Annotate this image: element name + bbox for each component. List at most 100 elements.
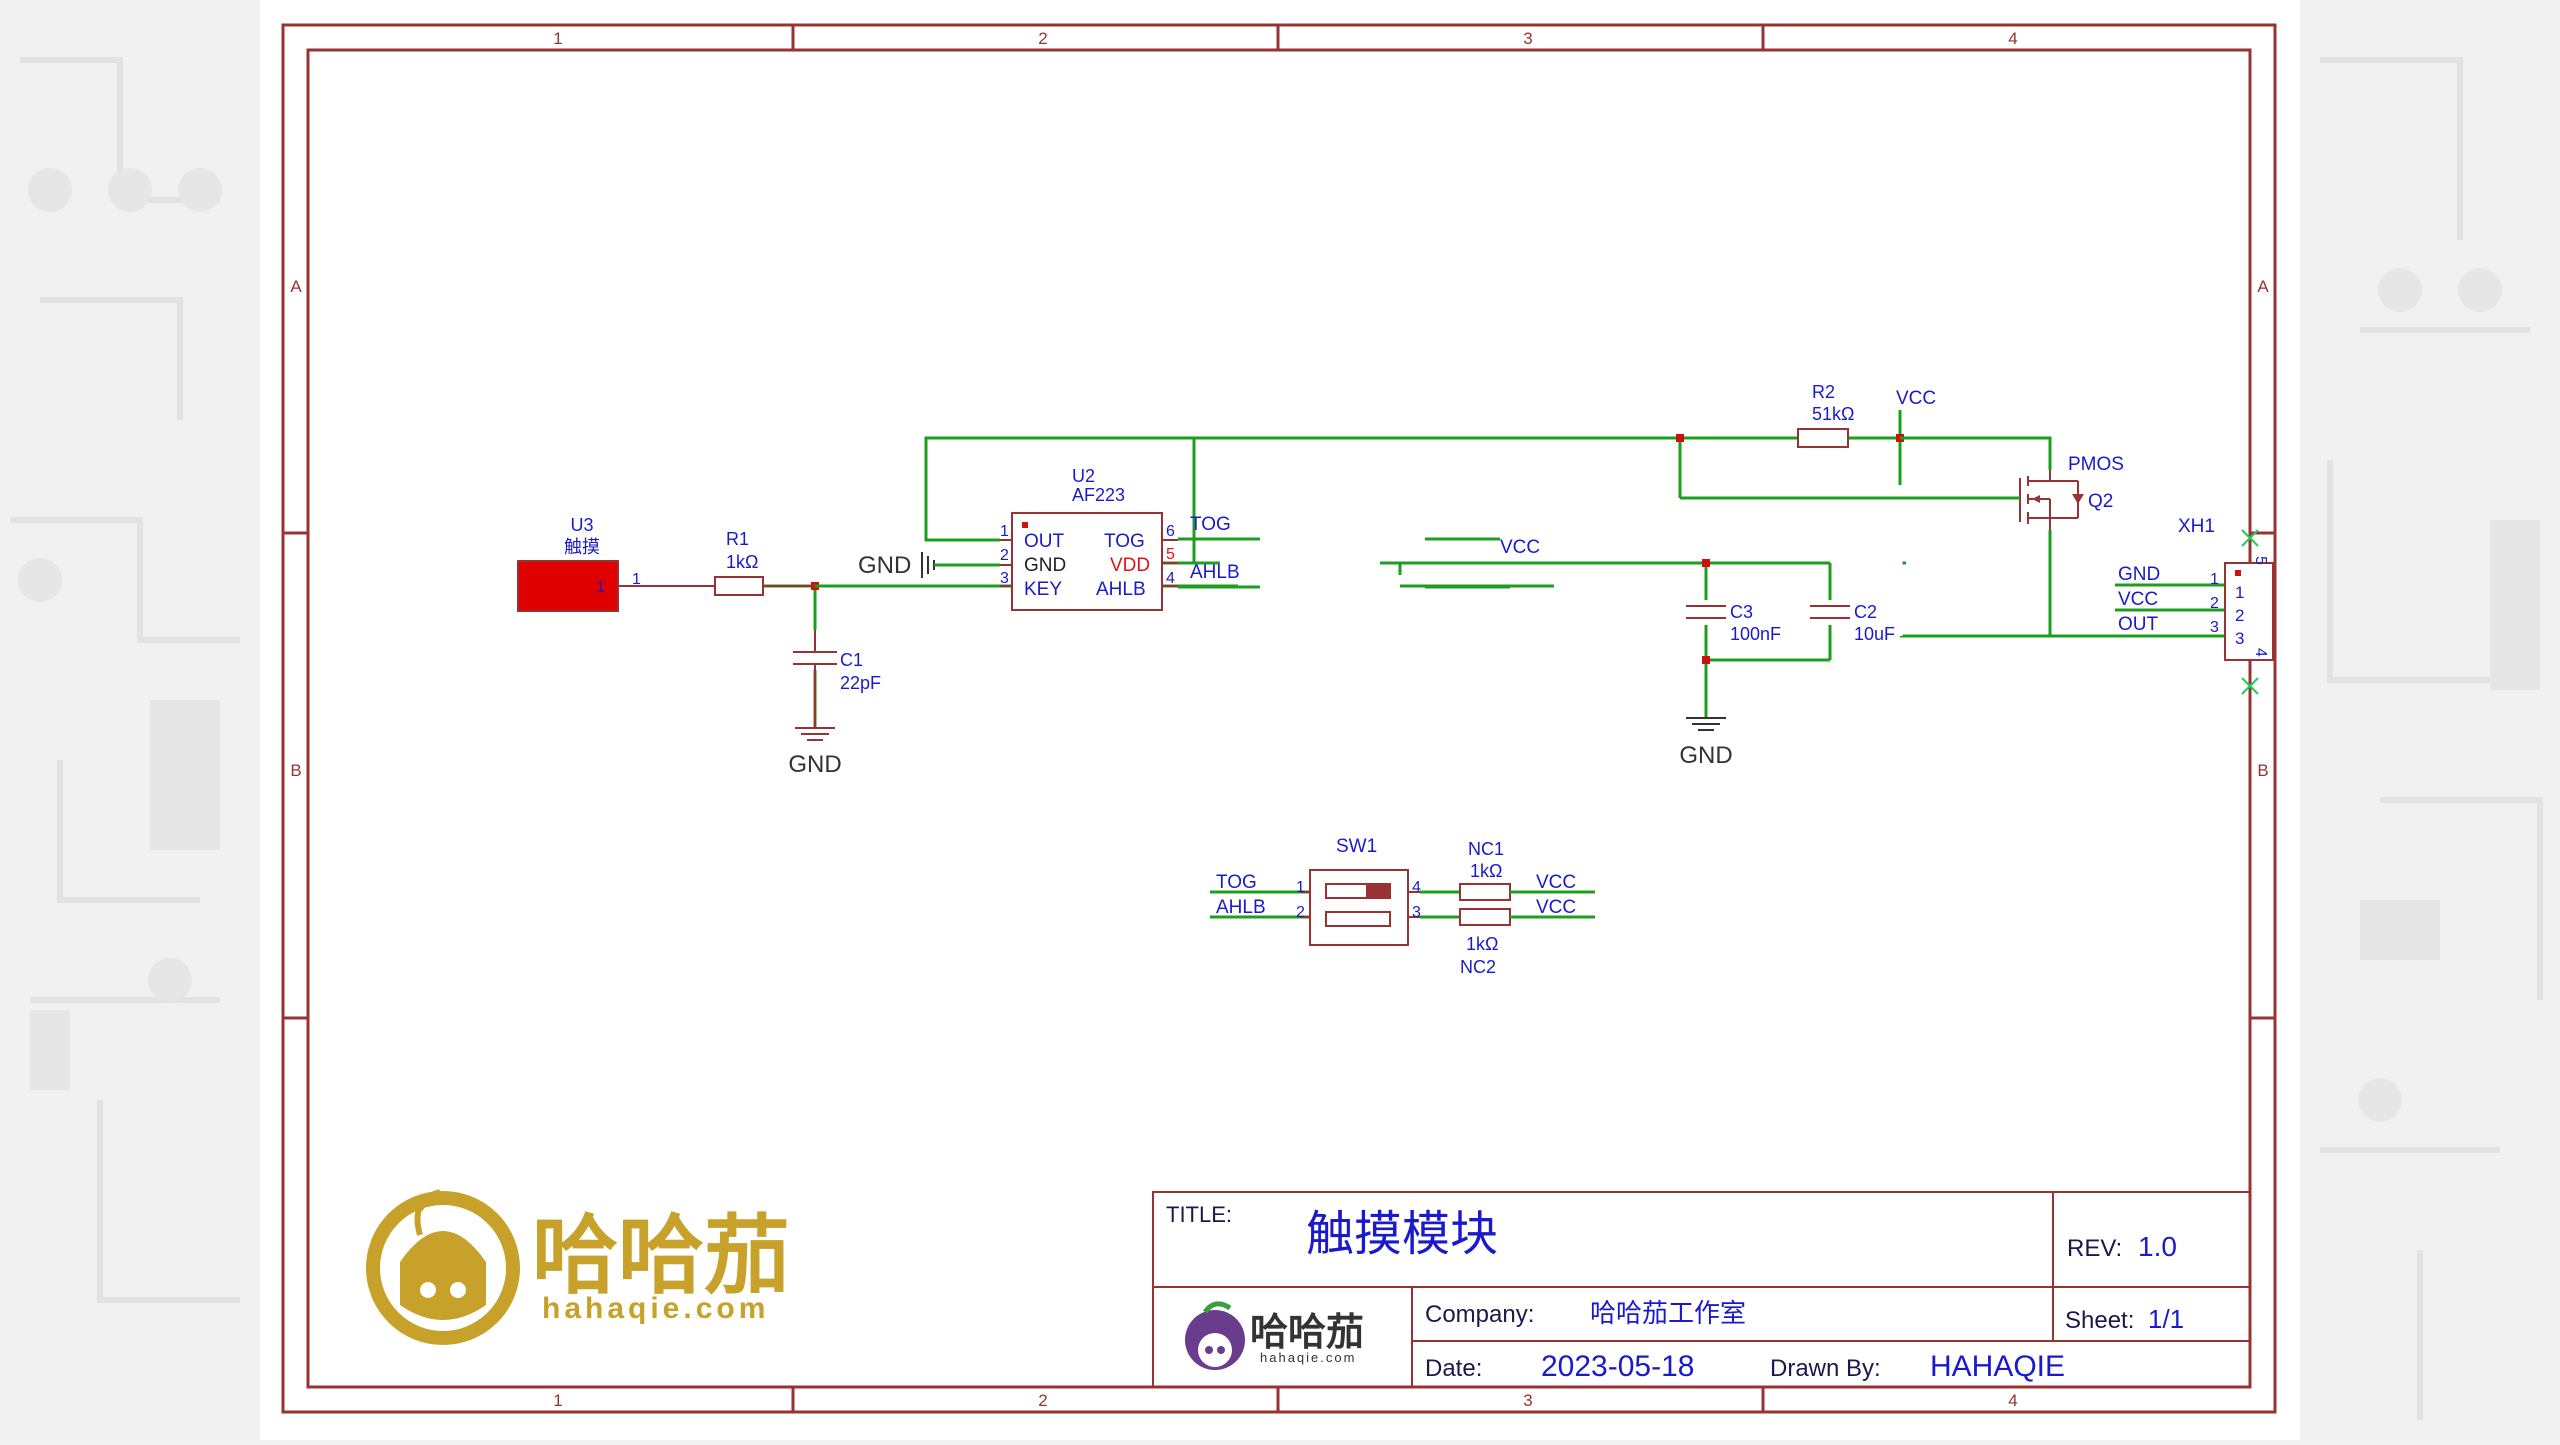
sw1-pin2-num: 2 <box>1296 904 1305 921</box>
background-right-panel <box>2300 0 2560 1440</box>
frame-col-4-bottom: 4 <box>2008 1391 2017 1410</box>
resistor-r2 <box>1797 428 1849 448</box>
c2-ref: C2 <box>1854 602 1877 622</box>
drawn-value: HAHAQIE <box>1930 1350 2065 1383</box>
net-ahlb-u2: AHLB <box>1190 562 1240 583</box>
u2-pin1-name: OUT <box>1024 531 1065 552</box>
u3-pin-number: 1 <box>632 571 641 588</box>
r2-ref: R2 <box>1812 382 1835 402</box>
xh1-pin1-num: 1 <box>2210 571 2219 588</box>
xh1-pin4-num: 4 <box>2252 648 2269 657</box>
u2-pin4-num: 4 <box>1166 570 1175 587</box>
title-block-logo: 哈哈茄 hahaqie.com <box>1185 1301 1364 1370</box>
switch-sw1 <box>1300 869 1420 946</box>
xh1-pin3-num: 3 <box>2210 619 2219 636</box>
frame-row-a-left: A <box>290 277 302 296</box>
sw1-pin3-num: 3 <box>1412 904 1421 921</box>
xh1-inner-3: 3 <box>2235 629 2244 648</box>
c3-ref: C3 <box>1730 602 1753 622</box>
resistor-r1: R1 1kΩ <box>714 529 815 596</box>
drawn-label: Drawn By: <box>1770 1355 1881 1382</box>
mosfet-q2 <box>1760 470 2079 530</box>
net-tog-u2: TOG <box>1190 514 1231 535</box>
nc2-ref: NC2 <box>1460 957 1496 977</box>
net-vcc-r2: VCC <box>1896 388 1936 409</box>
u2-pin4-name: AHLB <box>1096 579 1146 600</box>
connector-xh1 <box>2224 533 2274 685</box>
frame-row-b-left: B <box>290 761 301 780</box>
sheet-label: Sheet: <box>2065 1307 2134 1334</box>
c1-ref: C1 <box>840 650 863 670</box>
frame-row-b-right: B <box>2257 761 2268 780</box>
u2-pin3-name: KEY <box>1024 579 1062 600</box>
sheet-frame <box>281 23 2277 1414</box>
wire-out-feedback <box>924 436 1194 542</box>
xh1-net-out: OUT <box>2118 614 2159 635</box>
brand-logo: 哈哈茄 hahaqie.com <box>366 1189 790 1345</box>
small-brand-name: 哈哈茄 <box>1250 1312 1364 1354</box>
xh1-ref: XH1 <box>2178 516 2215 537</box>
c1-value: 22pF <box>840 673 881 693</box>
touch-pad-u3: 1 1 U3 触摸 <box>517 515 715 612</box>
xh1-pin5-num: 5 <box>2252 556 2269 565</box>
u3-pin-inner: 1 <box>596 579 605 596</box>
small-brand-url: hahaqie.com <box>1260 1350 1356 1365</box>
background-left-panel <box>0 0 260 1440</box>
u2-pin2-num: 2 <box>1000 547 1009 564</box>
gnd-label-c1: GND <box>788 751 841 778</box>
frame-col-1-bottom: 1 <box>553 1391 562 1410</box>
title-value: 触摸模块 <box>1306 1208 1498 1261</box>
schematic-canvas: 1 2 3 4 1 2 3 4 A B A B <box>281 23 2277 1414</box>
gnd-symbol-u2 <box>921 552 1000 578</box>
q2-ref: Q2 <box>2088 491 2113 512</box>
sheet-value: 1/1 <box>2148 1304 2184 1334</box>
c2-value: 10uF <box>1854 624 1895 644</box>
net-vcc-main: VCC <box>1500 537 1540 558</box>
xh1-net-gnd: GND <box>2118 564 2160 585</box>
frame-col-2-top: 2 <box>1038 29 1047 48</box>
r1-ref: R1 <box>726 529 749 549</box>
q2-diode-icon <box>2072 494 2084 504</box>
xh1-noconnect-bottom-icon <box>2241 677 2259 695</box>
u2-ref: U2 <box>1072 466 1095 486</box>
u2-pin6-num: 6 <box>1166 523 1175 540</box>
date-label: Date: <box>1425 1355 1482 1382</box>
sw1-net-ahlb: AHLB <box>1216 897 1266 918</box>
title-block <box>1152 1191 2251 1388</box>
u3-ref: U3 <box>570 515 593 535</box>
c3-value: 100nF <box>1730 624 1781 644</box>
company-label: Company: <box>1425 1301 1534 1328</box>
company-value: 哈哈茄工作室 <box>1590 1298 1746 1328</box>
title-label: TITLE: <box>1166 1202 1232 1227</box>
capacitor-c3 <box>1686 605 1726 619</box>
sw1-pin1-num: 1 <box>1296 879 1305 896</box>
q2-arrow-icon <box>2032 495 2040 503</box>
resistor-nc1 <box>1459 883 1511 901</box>
gnd-symbol-caps <box>1686 717 1726 731</box>
ic-u2-af223: U2 AF223 1 2 3 OUT GND KEY TOG VDD AHLB … <box>1000 466 1178 611</box>
sw1-net-vcc-2: VCC <box>1536 897 1576 918</box>
sw1-pin4-num: 4 <box>1412 879 1421 896</box>
nc1-ref: NC1 <box>1468 839 1504 859</box>
u2-pin6-name: TOG <box>1104 531 1145 552</box>
sw1-net-tog: TOG <box>1216 872 1257 893</box>
wires-q2 <box>1900 436 2052 636</box>
gnd-label-caps: GND <box>1679 742 1732 769</box>
frame-col-3-top: 3 <box>1523 29 1532 48</box>
nc2-value: 1kΩ <box>1466 934 1498 954</box>
rev-label: REV: <box>2067 1235 2122 1262</box>
capacitor-c2 <box>1810 605 1850 619</box>
frame-col-2-bottom: 2 <box>1038 1391 1047 1410</box>
u2-pin1-num: 1 <box>1000 523 1009 540</box>
brand-url: hahaqie.com <box>542 1292 769 1325</box>
frame-col-4-top: 4 <box>2008 29 2017 48</box>
r1-value: 1kΩ <box>726 552 758 572</box>
xh1-net-vcc: VCC <box>2118 589 2158 610</box>
xh1-inner-1: 1 <box>2235 583 2244 602</box>
rev-value: 1.0 <box>2138 1231 2177 1262</box>
sw1-ref: SW1 <box>1336 836 1377 857</box>
sw1-net-vcc-1: VCC <box>1536 872 1576 893</box>
r2-value: 51kΩ <box>1812 404 1854 424</box>
xh1-noconnect-top-icon <box>2241 529 2259 547</box>
u2-pin5-num: 5 <box>1166 546 1175 563</box>
